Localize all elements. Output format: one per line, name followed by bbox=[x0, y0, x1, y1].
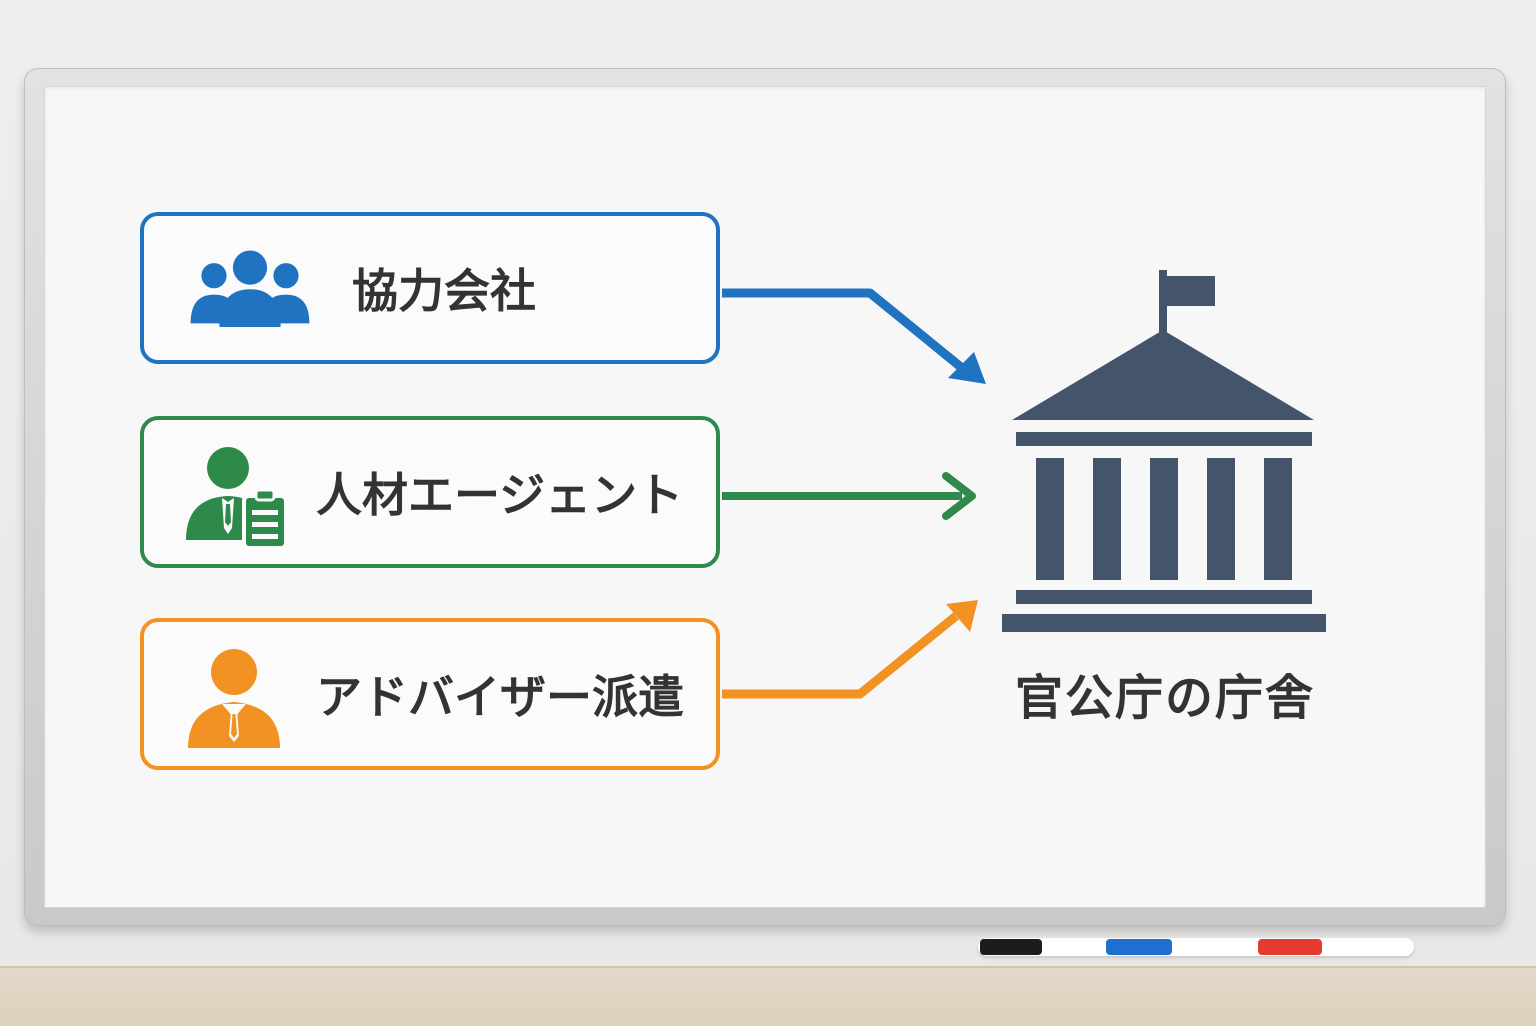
black-marker bbox=[980, 939, 1042, 955]
recruiter-clipboard-icon bbox=[186, 447, 288, 550]
advisor-dispatch-box: アドバイザー派遣 bbox=[140, 618, 720, 770]
government-building-label: 官公庁の庁舎 bbox=[1014, 670, 1315, 726]
red-marker bbox=[1258, 939, 1322, 955]
marker-body bbox=[978, 938, 1414, 956]
advisor-dispatch-label: アドバイザー派遣 bbox=[316, 670, 684, 724]
marker-pen[interactable] bbox=[978, 936, 1414, 958]
staffing-agent-label: 人材エージェント bbox=[316, 468, 684, 522]
businessperson-icon bbox=[188, 649, 280, 748]
blue-marker bbox=[1106, 939, 1172, 955]
partner-company-box: 協力会社 bbox=[140, 212, 720, 364]
staffing-agent-box: 人材エージェント bbox=[140, 416, 720, 568]
partner-company-label: 協力会社 bbox=[352, 264, 536, 318]
marker-tray bbox=[0, 966, 1536, 1026]
group-people-icon bbox=[190, 250, 310, 327]
